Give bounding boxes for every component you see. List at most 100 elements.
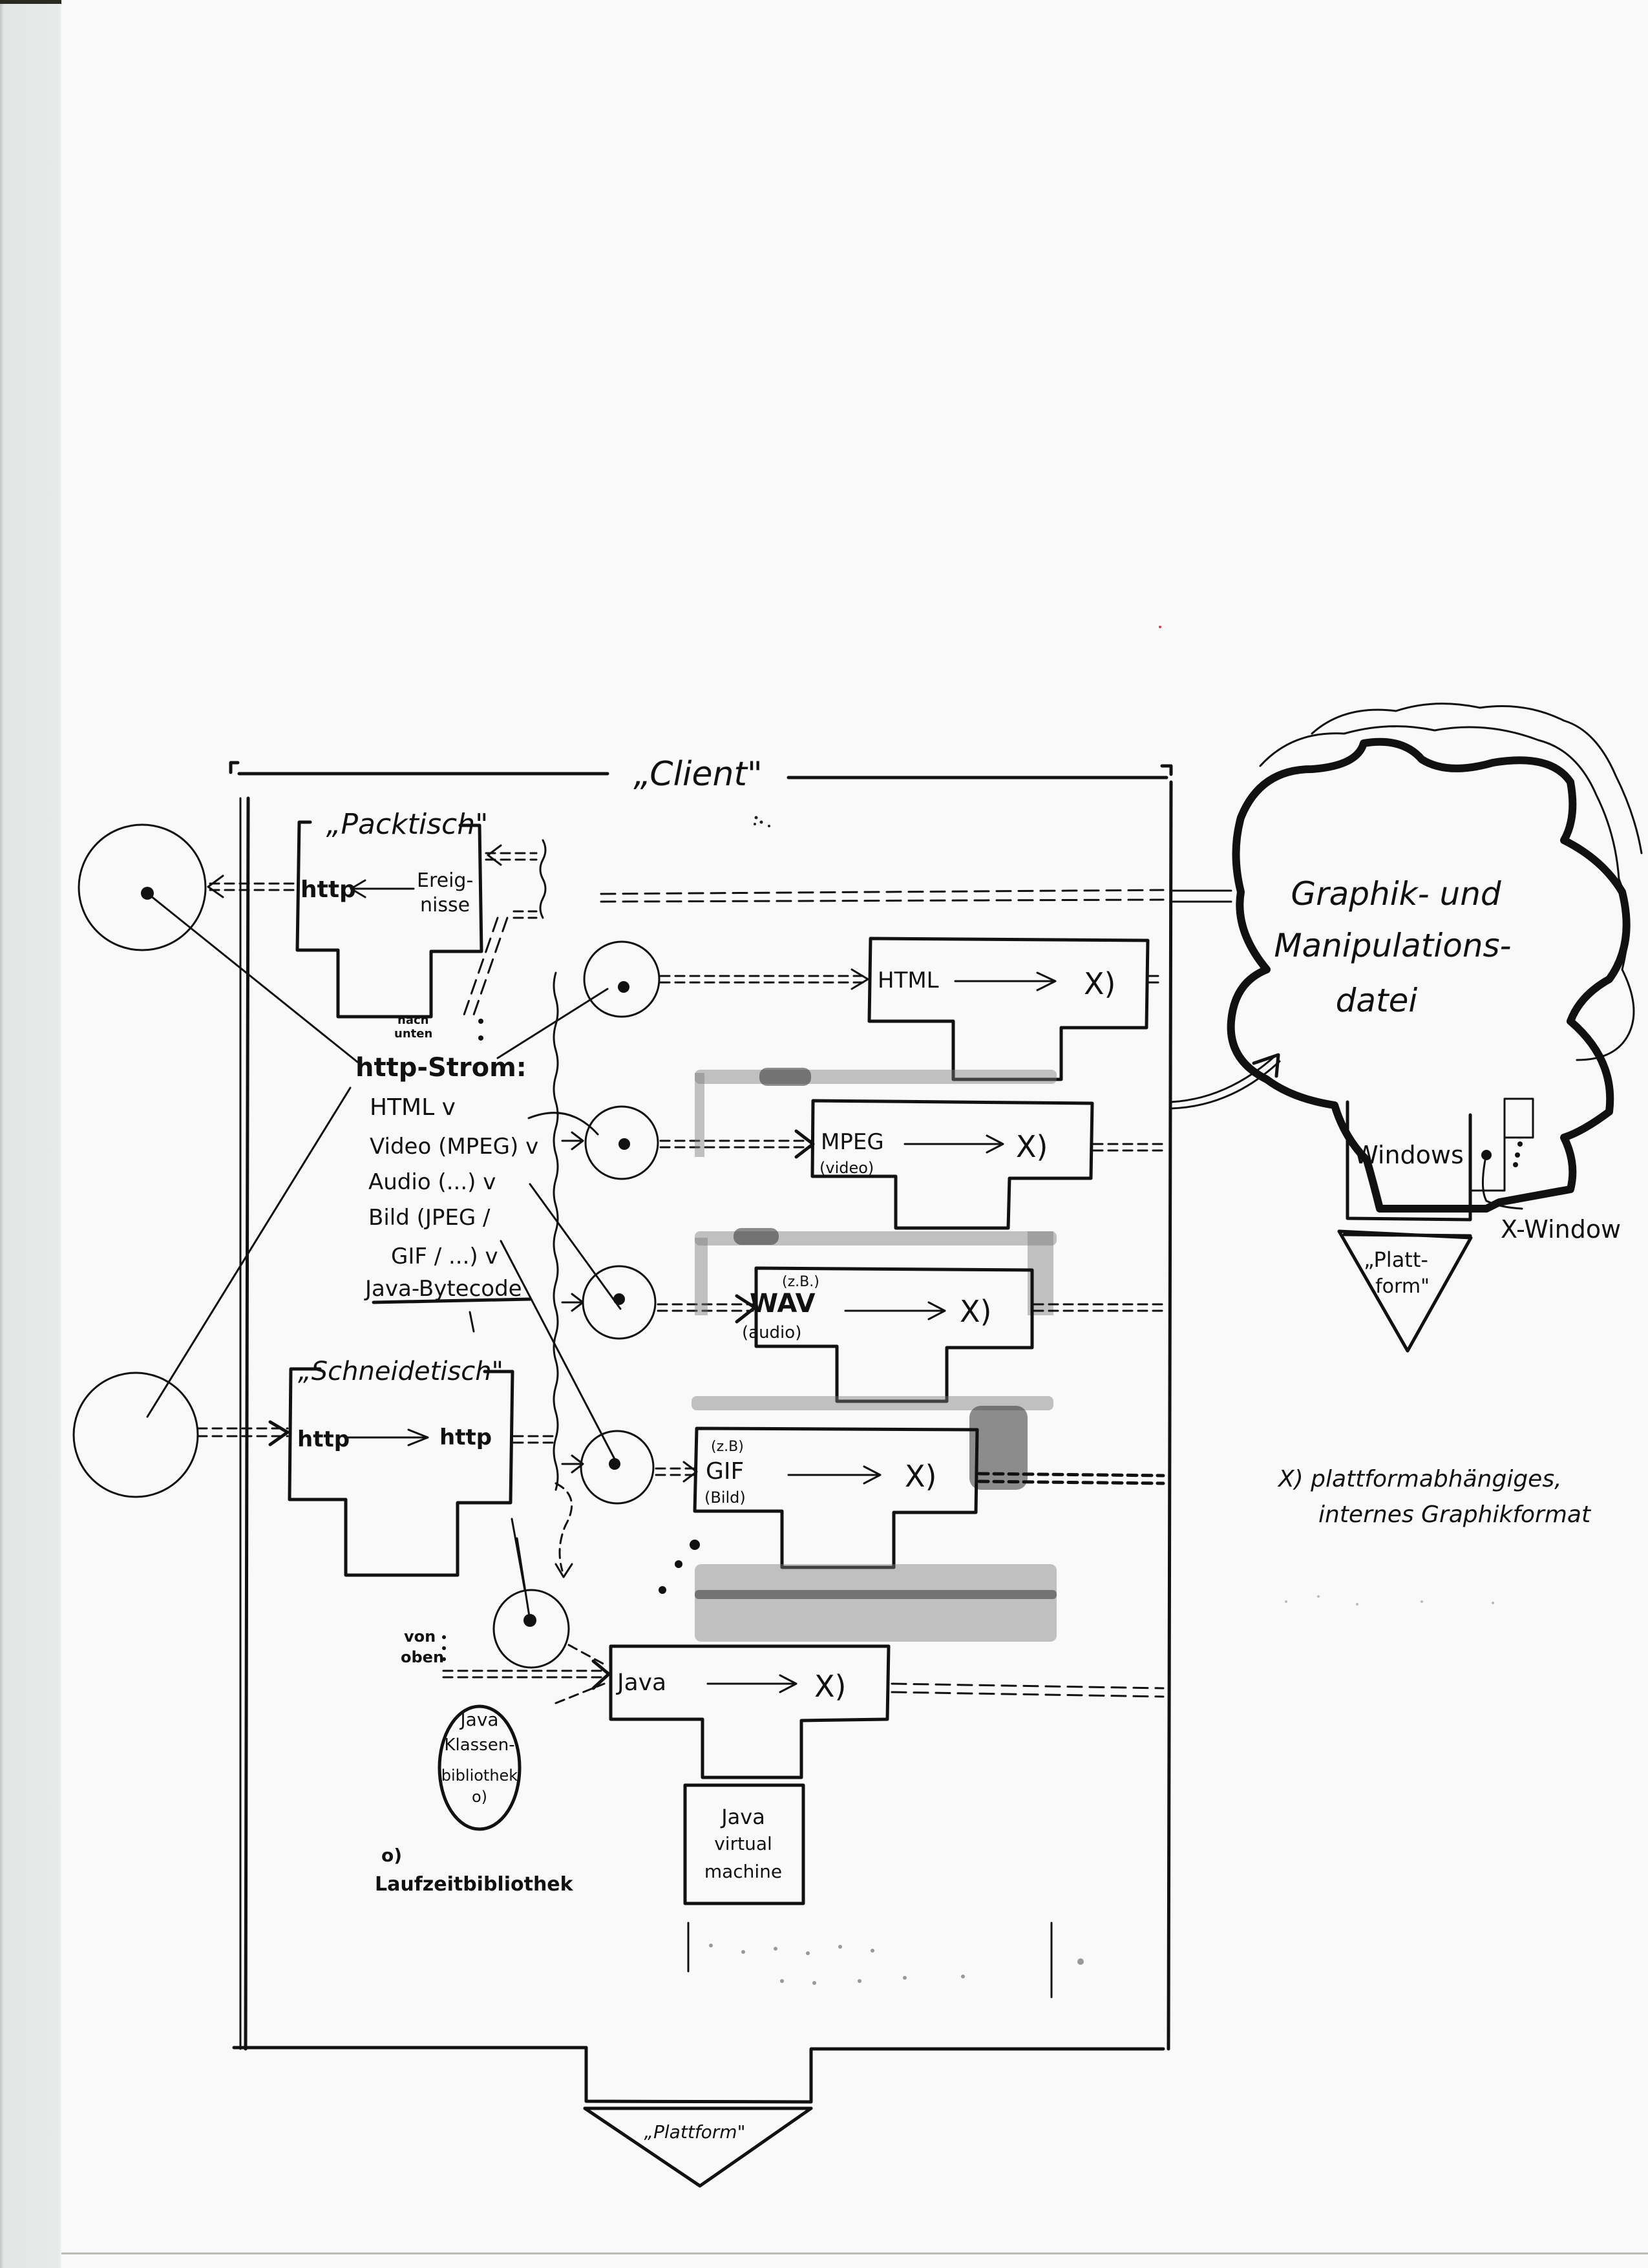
schneidetisch-out-label: http [439,1425,492,1450]
stream-item: GIF / ...) v [391,1244,498,1269]
faint-marks [687,1922,1084,1998]
schneidetisch-box: „Schneidetisch" http http [196,1357,554,1591]
windows-subsystem[interactable]: Windows [1346,1100,1472,1222]
connector [500,1240,618,1465]
converter-target: X) [1016,1129,1048,1164]
connector [529,1183,622,1310]
graphics-file-label-1: Graphik- und [1291,875,1501,913]
client-frame: „Client" [229,755,1173,2104]
platform-right-label-1: „Platt- [1364,1247,1428,1272]
converter-java[interactable]: Java X) [609,1644,1165,1779]
converter-gif[interactable]: (z.B) GIF (Bild) X) [693,1426,1165,1569]
converter-format: GIF [706,1458,744,1485]
http-stream-list: http-Strom: HTML v Video (MPEG) v Audio … [355,1053,538,1333]
external-source-bottom[interactable] [72,1372,199,1498]
dispatch-node-video[interactable] [584,1105,659,1180]
graphics-manipulation-file[interactable]: Graphik- und Manipulations- datei [1227,703,1643,1213]
dispatch-arrows [655,968,869,1483]
converter-wav[interactable]: (z.B.) WAV (audio) X) [742,1266,1165,1403]
packtisch-note-2: unten [394,1027,432,1041]
platform-bottom[interactable]: „Plattform" [583,2106,813,2188]
vm-label-1: Java [720,1805,765,1829]
converter-subtype: (video) [819,1159,874,1177]
stream-item: HTML v [370,1094,456,1121]
smudge-band [695,1068,1057,1157]
class-library-label-3: bibliothek [441,1766,518,1785]
connector [146,1086,352,1418]
schneidetisch-title: „Schneidetisch" [298,1357,503,1386]
converter-format: MPEG [821,1129,884,1155]
arrow-right-icon [863,1465,882,1485]
stream-item: Java-Bytecode [364,1276,522,1302]
dispatch-node-html[interactable] [583,940,660,1018]
footnote-marker: o) [381,1845,402,1866]
smudge-band [659,1540,1057,1642]
footnote-text: Laufzeitbibliothek [375,1873,574,1896]
connector [146,892,359,1063]
converter-html[interactable]: HTML X) [867,937,1165,1081]
converter-subtype: (Bild) [704,1489,746,1507]
arrow-right-icon [1036,971,1057,991]
converter-target: X) [905,1459,936,1494]
graphics-file-label-2: Manipulations- [1274,927,1511,964]
external-source-top[interactable] [78,823,207,951]
connector [496,988,609,1059]
converter-hint: (z.B) [711,1439,744,1455]
vm-label-3: machine [704,1861,782,1882]
packtisch-box: „Packtisch" http Ereig- nisse nach unten [207,808,547,1041]
dispatch-node-image[interactable] [580,1430,655,1505]
scan-margin [0,0,61,2268]
footnote-platform-format: X) plattformabhängiges, internes Graphik… [1277,1466,1592,1528]
stream-item: Bild (JPEG / [368,1205,491,1231]
dispatch-node-audio[interactable] [582,1265,657,1340]
java-inputs: von oben [401,1627,611,1704]
x-window-subsystem[interactable]: X-Window [1471,1097,1621,1244]
footnote-runtime-library: o) Laufzeitbibliothek [375,1845,574,1896]
converter-hint: (z.B.) [782,1274,819,1290]
windows-label: Windows [1354,1141,1464,1169]
class-library-label-4: o) [472,1788,487,1806]
packtisch-events-label-1: Ereig- [417,869,473,892]
converter-format: WAV [750,1289,816,1319]
paper-page [61,0,1648,2268]
vm-label-2: virtual [714,1833,772,1854]
packtisch-http-label: http [301,876,356,903]
control-line [553,971,559,1491]
connector [527,1112,599,1136]
packtisch-events-label-2: nisse [420,894,470,917]
scan-bottom-edge [61,2252,1648,2254]
schneidetisch-in-label: http [297,1426,350,1452]
dispatch-node-java[interactable] [492,1589,570,1669]
stream-item: Video (MPEG) v [370,1134,538,1160]
converter-target: X) [814,1669,846,1704]
smudge-band [692,1396,1053,1490]
packtisch-note-1: nach [397,1013,428,1027]
class-library-label-2: Klassen- [444,1735,514,1755]
graphics-file-label-3: datei [1336,982,1418,1019]
arrow-left-icon [350,879,366,898]
converter-target: X) [1084,966,1115,1001]
stream-item: Audio (...) v [368,1169,496,1195]
platform-right-label-2: form" [1375,1275,1430,1298]
converter-mpeg[interactable]: MPEG (video) X) [810,1099,1165,1230]
arrow-right-icon [407,1428,429,1447]
java-virtual-machine[interactable]: Java virtual machine [683,1783,805,1905]
packtisch-title: „Packtisch" [326,808,489,841]
from-above-label-2: oben [401,1648,444,1666]
java-class-library[interactable]: Java Klassen- bibliothek o) [438,1704,522,1831]
events-connection [600,889,1232,903]
client-to-cloud-arrow [1170,1053,1281,1110]
footnote-x-line-1: X) plattformabhängiges, [1277,1466,1562,1492]
arrow-right-icon [779,1674,798,1693]
platform-right[interactable]: „Platt- form" [1337,1229,1473,1353]
class-library-label-1: Java [459,1709,498,1730]
stray-marks [754,626,1494,1606]
converter-target: X) [960,1294,991,1329]
x-window-label: X-Window [1501,1215,1621,1244]
stream-heading: http-Strom: [355,1053,527,1083]
converter-subtype: (audio) [742,1323,801,1342]
smudge-band [695,1228,1057,1315]
converter-format: Java [616,1669,666,1696]
from-above-label-1: von [404,1627,436,1646]
